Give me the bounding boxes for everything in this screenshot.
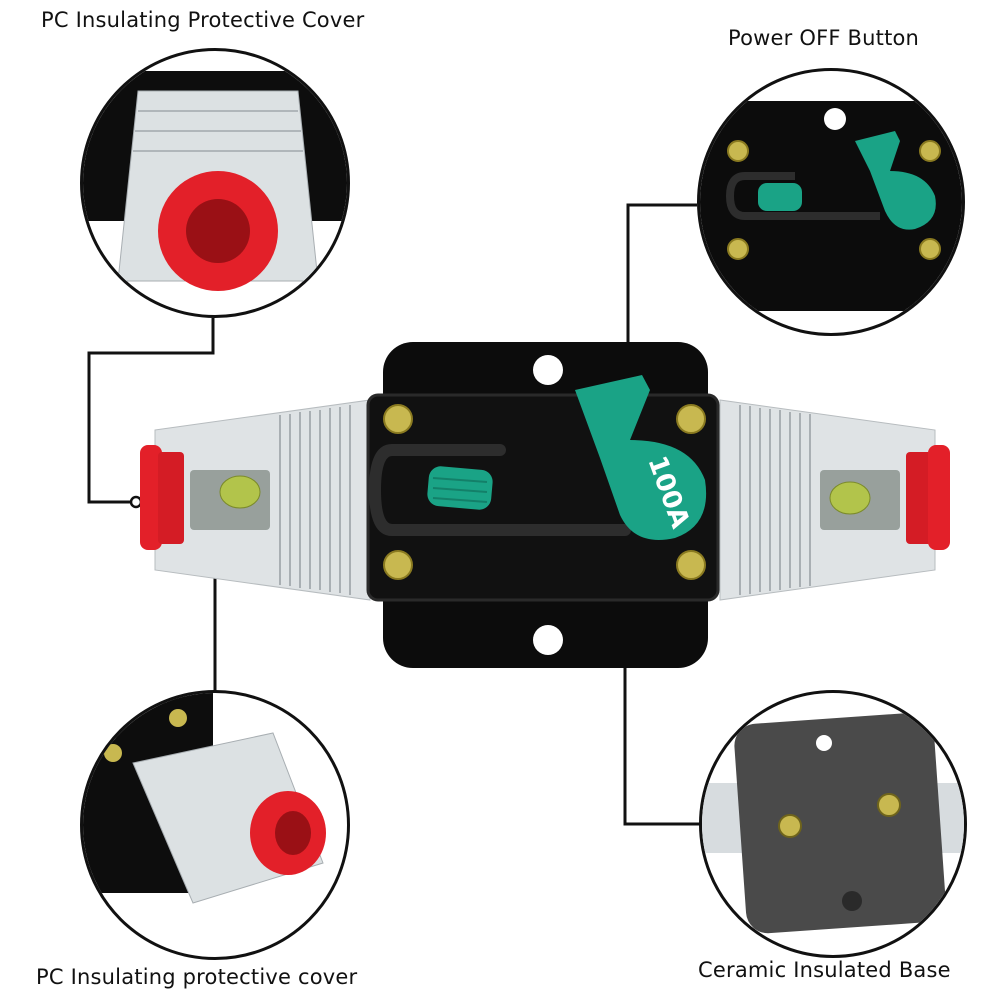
label-bottom-left: PC Insulating protective cover — [36, 965, 358, 989]
inset-ceramic-base — [699, 690, 967, 958]
right-cover — [719, 399, 950, 601]
inset-bottom-left-cover — [80, 690, 350, 960]
circuit-breaker: 100A — [130, 340, 960, 670]
inset-top-left-cover — [80, 48, 350, 318]
label-top-right: Power OFF Button — [728, 26, 920, 50]
label-bottom-right: Ceramic Insulated Base — [698, 958, 951, 982]
label-top-left: PC Insulating Protective Cover — [41, 8, 365, 32]
inset-power-off-button — [697, 68, 965, 336]
left-cover — [140, 399, 371, 601]
